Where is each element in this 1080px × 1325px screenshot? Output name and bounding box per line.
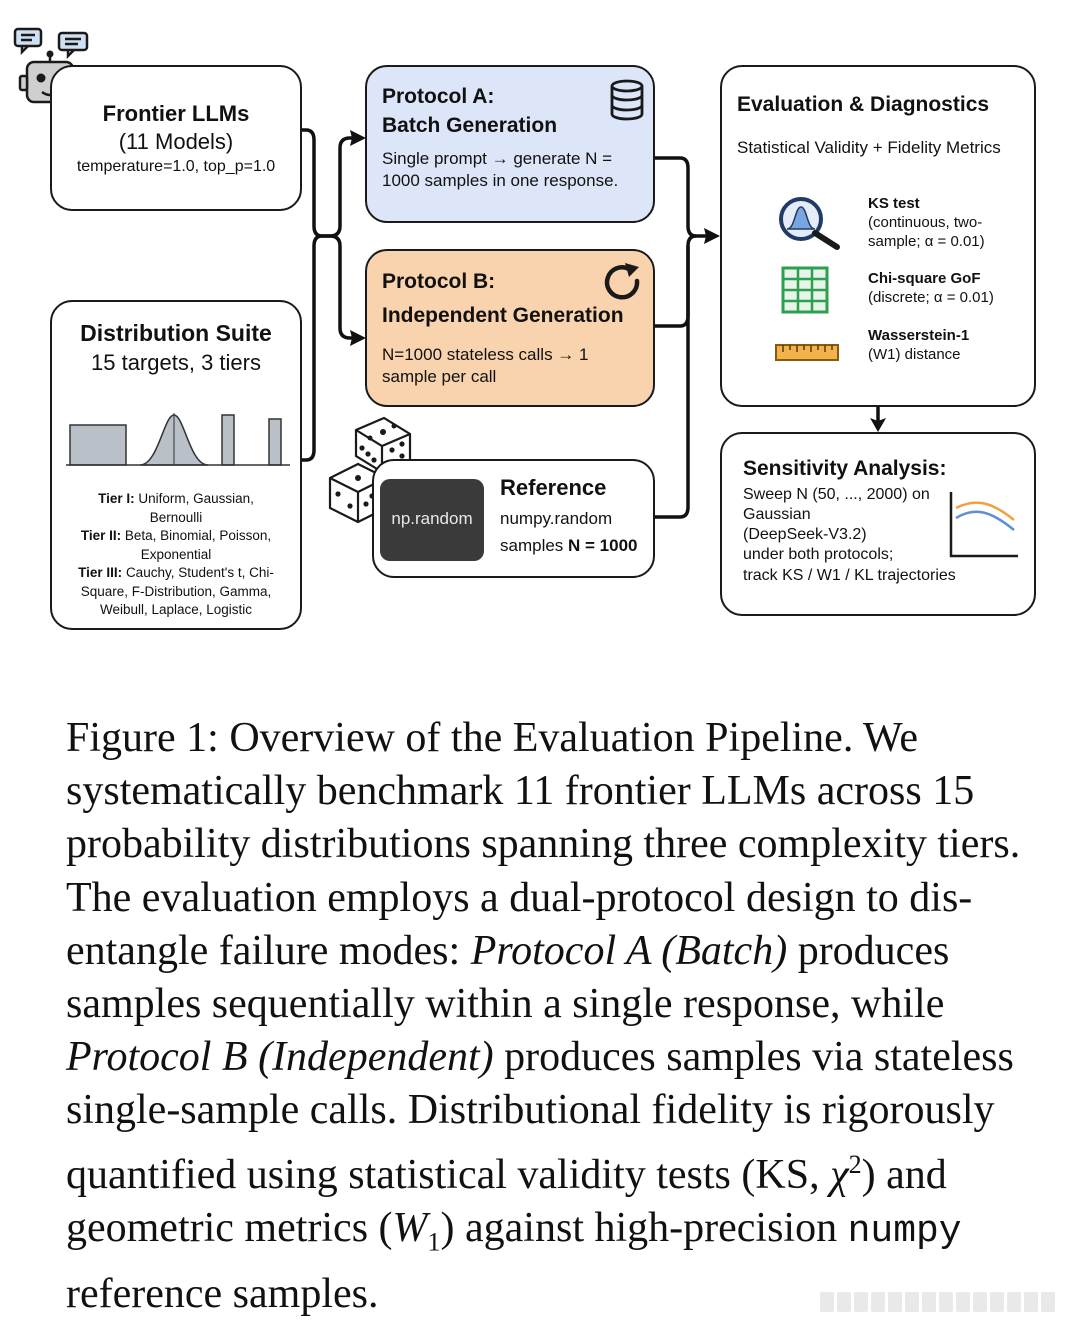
protocol-b-title-2: Independent Generation xyxy=(382,304,624,327)
reference-desc-1: numpy.random xyxy=(500,509,613,528)
wasserstein-title: Wasserstein-1 xyxy=(868,327,970,344)
protocol-b-box: Protocol B: Independent Generation N=100… xyxy=(365,249,655,407)
caption-line-6: samples sequentially within a single res… xyxy=(66,981,945,1028)
reference-title: Reference xyxy=(500,475,607,500)
np-random-chip: np.random xyxy=(380,479,484,561)
evaluation-box: Evaluation & Diagnostics Statistical Val… xyxy=(720,65,1036,407)
caption-line-2: systematically benchmark 11 frontier LLM… xyxy=(66,768,975,815)
tier-2-line: Tier II: Beta, Binomial, Poisson, xyxy=(80,528,272,543)
magnifier-icon xyxy=(779,197,840,250)
caption-line-7: Protocol B (Independent) produces sample… xyxy=(66,1034,1014,1081)
tier-3-line3: Weibull, Laplace, Logistic xyxy=(99,602,253,617)
frontier-params: temperature=1.0, top_p=1.0 xyxy=(76,158,276,175)
caption-line-11: reference samples. xyxy=(66,1271,379,1318)
ks-title: KS test xyxy=(868,195,920,212)
sensitivity-line-2: Gaussian xyxy=(743,506,811,523)
protocol-b-desc-2: sample per call xyxy=(382,367,497,386)
figure-caption: Figure 1: Overview of the Evaluation Pip… xyxy=(66,712,1046,1322)
caption-line-9: quantified using statistical validity te… xyxy=(66,1149,947,1198)
tier-3-line2: Square, F-Distribution, Gamma, xyxy=(80,583,272,599)
protocol-a-desc-1: Single prompt → generate N = xyxy=(382,149,613,168)
protocol-b-title-1: Protocol B: xyxy=(382,270,496,293)
frontier-title: Frontier LLMs xyxy=(102,101,250,126)
tier-list: Tier I: Uniform, Gaussian, Bernoulli Tie… xyxy=(56,490,296,620)
tier-1-line2: Bernoulli xyxy=(149,509,203,525)
suite-subtitle: 15 targets, 3 tiers xyxy=(91,350,261,375)
protocol-a-desc-2: 1000 samples in one response. xyxy=(382,171,619,190)
caption-line-5: entangle failure modes: Protocol A (Batc… xyxy=(66,927,950,974)
protocol-a-title-1: Protocol A: xyxy=(382,85,495,108)
sensitivity-line-1: Sweep N (50, ..., 2000) on xyxy=(743,486,930,503)
distribution-shapes-icon xyxy=(66,413,290,466)
ruler-icon xyxy=(775,344,839,361)
protocol-a-box: Protocol A: Batch Generation Single prom… xyxy=(365,65,655,223)
evaluation-title: Evaluation & Diagnostics xyxy=(737,93,990,116)
refresh-icon xyxy=(604,263,640,300)
sensitivity-title: Sensitivity Analysis: xyxy=(743,457,947,480)
database-icon xyxy=(610,79,644,121)
reference-box: np.random Reference numpy.random samples… xyxy=(372,459,655,578)
sensitivity-line-5: track KS / W1 / KL trajectories xyxy=(743,567,956,584)
caption-line-4: The evaluation employs a dual-protocol d… xyxy=(66,874,973,921)
evaluation-subtitle: Statistical Validity + Fidelity Metrics xyxy=(737,138,1001,157)
suite-title: Distribution Suite xyxy=(80,320,272,346)
caption-line-8: single-sample calls. Distributional fide… xyxy=(66,1087,995,1134)
reference-desc-2: samples N = 1000 xyxy=(500,536,638,555)
caption-line-1: Figure 1: Overview of the Evaluation Pip… xyxy=(66,715,918,761)
chip-label: np.random xyxy=(391,509,473,528)
tier-2-line2: Exponential xyxy=(140,546,212,562)
sensitivity-box: Sensitivity Analysis: Sweep N (50, ..., … xyxy=(720,432,1036,616)
frontier-subtitle: (11 Models) xyxy=(118,129,234,154)
connector-arrows xyxy=(300,128,886,519)
protocol-a-title-2: Batch Generation xyxy=(382,114,558,137)
table-icon xyxy=(781,266,829,314)
protocol-b-desc-1: N=1000 stateless calls → 1 xyxy=(382,345,589,364)
trend-chart-icon xyxy=(949,492,1018,558)
wasserstein-desc: (W1) distance xyxy=(868,346,961,363)
ks-desc-1: (continuous, two- xyxy=(868,214,983,231)
watermark-bars xyxy=(820,1292,1070,1316)
tier-3-line: Tier III: Cauchy, Student's t, Chi- xyxy=(78,565,274,580)
chi-title: Chi-square GoF xyxy=(868,270,981,287)
sensitivity-line-4: under both protocols; xyxy=(743,546,894,563)
caption-line-3: probability distributions spanning three… xyxy=(66,821,1021,868)
chi-desc: (discrete; α = 0.01) xyxy=(868,289,994,306)
distribution-suite-box: Distribution Suite 15 targets, 3 tiers T… xyxy=(50,300,302,630)
frontier-llms-box: Frontier LLMs (11 Models) temperature=1.… xyxy=(50,65,302,211)
sensitivity-line-3: (DeepSeek-V3.2) xyxy=(743,526,867,543)
caption-line-10: geometric metrics (W1) against high-prec… xyxy=(66,1204,962,1257)
tier-1-line: Tier I: Uniform, Gaussian, xyxy=(98,491,254,506)
ks-desc-2: sample; α = 0.01) xyxy=(868,233,985,250)
